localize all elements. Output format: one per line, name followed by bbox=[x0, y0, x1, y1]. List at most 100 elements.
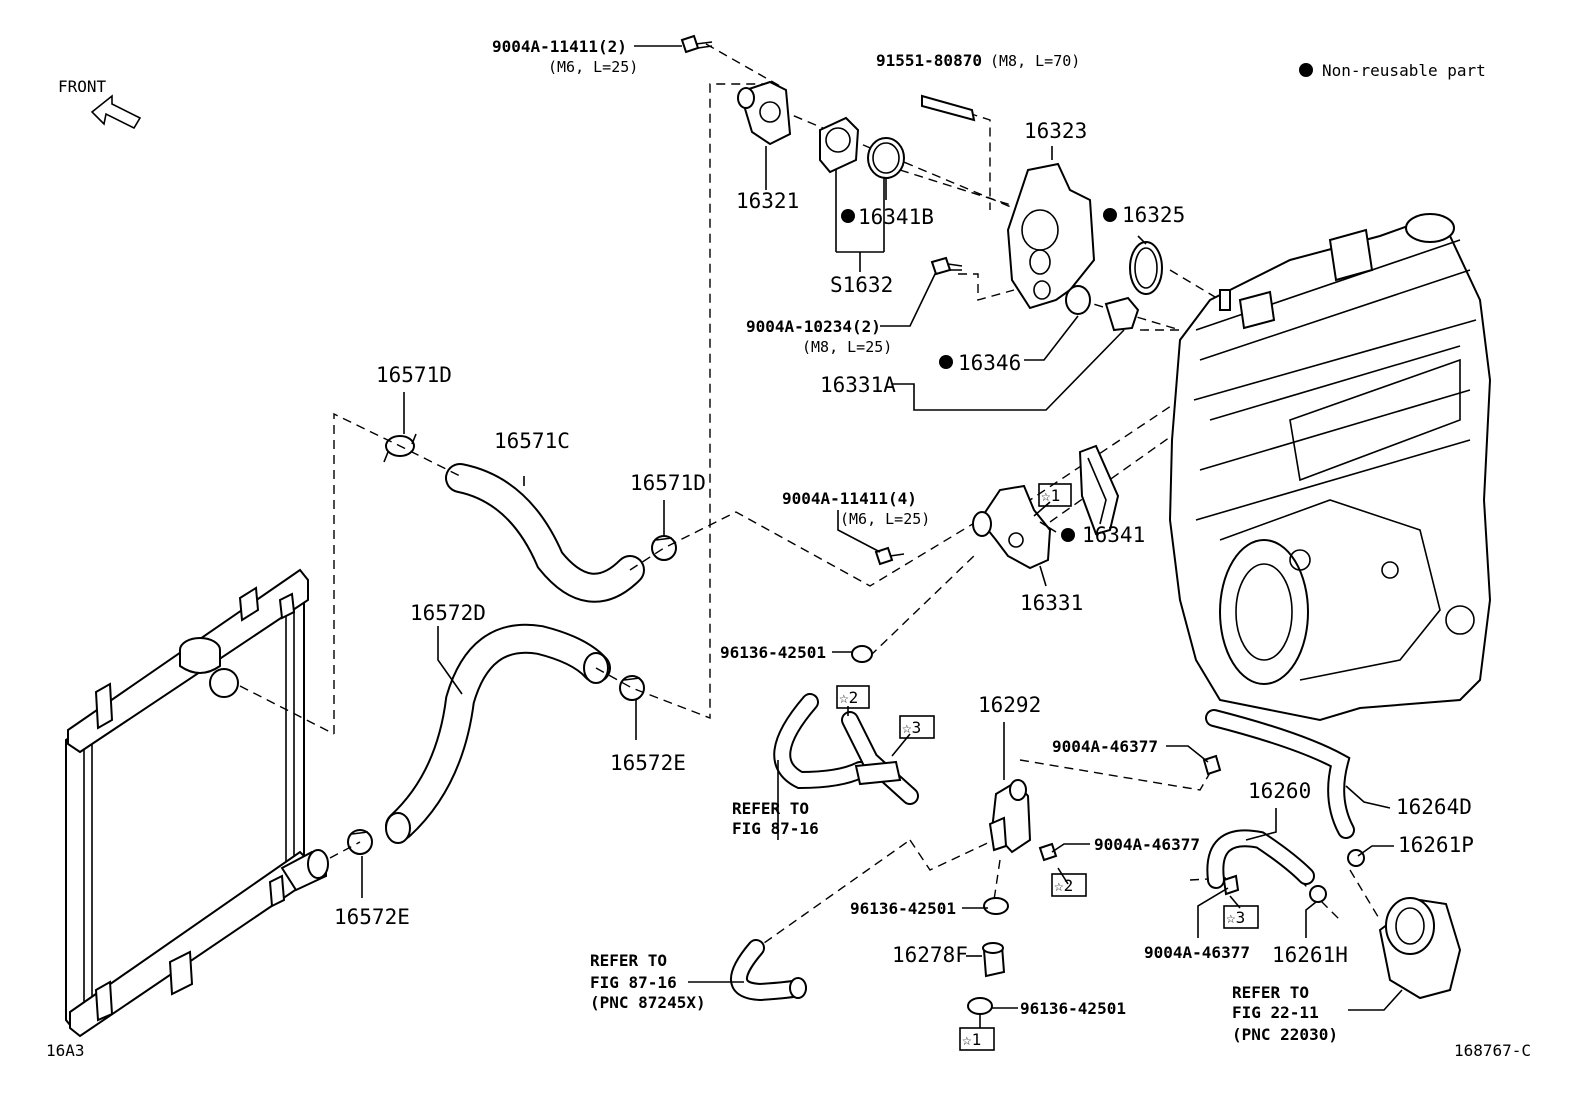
front-label: FRONT bbox=[58, 77, 107, 96]
clamp-16572E-upper bbox=[619, 675, 645, 701]
engine-block bbox=[1168, 213, 1492, 722]
hose-16260 bbox=[1206, 829, 1315, 889]
front-arrow-icon bbox=[90, 94, 142, 130]
bolt-9004A-46377-mid bbox=[1038, 842, 1058, 862]
refer-text: REFER TO bbox=[1232, 983, 1309, 1002]
star-label: ☆2 bbox=[1054, 876, 1073, 895]
hose-16264D bbox=[1205, 709, 1355, 839]
label-16261P: 16261P bbox=[1398, 833, 1474, 857]
label-9004A-46377: 9004A-46377 bbox=[1144, 943, 1250, 962]
non-reusable-markers bbox=[841, 208, 1117, 542]
star-label: ☆3 bbox=[902, 718, 921, 737]
label-96136-42501: 96136-42501 bbox=[1020, 999, 1126, 1018]
label-16571D: 16571D bbox=[376, 363, 452, 387]
star-label: ☆1 bbox=[962, 1030, 981, 1049]
star-label: ☆1 bbox=[1041, 486, 1060, 505]
refer-text: REFER TO bbox=[732, 799, 809, 818]
front-indicator: FRONT bbox=[58, 77, 142, 130]
refer-text: REFER TO bbox=[590, 951, 667, 970]
star-label: ☆3 bbox=[1226, 908, 1245, 927]
hose-refer-87-16 bbox=[773, 693, 919, 805]
label-16571D: 16571D bbox=[630, 471, 706, 495]
refer-text: FIG 22-11 bbox=[1232, 1003, 1319, 1022]
clamp-16261P bbox=[1347, 849, 1365, 867]
label-16572E: 16572E bbox=[610, 751, 686, 775]
label-16323: 16323 bbox=[1024, 119, 1087, 143]
bolt-9004A-10234 bbox=[930, 256, 963, 276]
thermostat-16341B bbox=[819, 116, 860, 174]
label-spec: (M8, L=25) bbox=[802, 338, 892, 356]
clamp-16261H bbox=[1309, 885, 1327, 903]
label-9004A-11411-4: 9004A-11411(4) bbox=[782, 489, 917, 508]
label-16260: 16260 bbox=[1248, 779, 1311, 803]
gasket-16325 bbox=[1129, 241, 1163, 295]
water-outlet-16331 bbox=[972, 484, 1052, 570]
throttle-body bbox=[1378, 897, 1462, 1000]
label-16325: 16325 bbox=[1122, 203, 1185, 227]
label-spec: (M8, L=70) bbox=[990, 52, 1080, 70]
label-9004A-46377: 9004A-46377 bbox=[1052, 737, 1158, 756]
label-16346: 16346 bbox=[958, 351, 1021, 375]
hose-16571C bbox=[445, 463, 645, 603]
clamp-16571D-lower bbox=[651, 535, 677, 561]
bolt-9004A-11411-top bbox=[680, 34, 713, 54]
bolt-9004A-11411-mid bbox=[874, 546, 905, 566]
label-S1632: S1632 bbox=[830, 273, 893, 297]
refer-text: (PNC 87245X) bbox=[590, 993, 706, 1012]
leader-lines bbox=[361, 45, 1403, 1028]
part-labels: 9004A-11411(2) (M6, L=25) 91551-80870 (M… bbox=[334, 37, 1474, 1044]
gasket-16346 bbox=[1065, 285, 1091, 315]
clip-96136-lower bbox=[967, 997, 993, 1015]
label-9004A-46377: 9004A-46377 bbox=[1094, 835, 1200, 854]
page-code: 16A3 bbox=[46, 1041, 85, 1060]
label-9004A-10234-2: 9004A-10234(2) bbox=[746, 317, 881, 336]
label-16331A: 16331A bbox=[820, 373, 896, 397]
label-9004A-11411-2: 9004A-11411(2) bbox=[492, 37, 627, 56]
gasket-S1632 bbox=[867, 137, 905, 179]
label-16321: 16321 bbox=[736, 189, 799, 213]
label-16341B: 16341B bbox=[858, 205, 934, 229]
bolt-9004A-46377-top bbox=[1202, 754, 1222, 776]
non-reusable-dot-icon bbox=[939, 355, 953, 369]
refer-text: FIG 87-16 bbox=[590, 973, 677, 992]
label-16261H: 16261H bbox=[1272, 943, 1348, 967]
star-label: ☆2 bbox=[839, 688, 858, 707]
label-16292: 16292 bbox=[978, 693, 1041, 717]
non-reusable-dot-icon bbox=[841, 209, 855, 223]
gasket-16341 bbox=[1078, 444, 1120, 536]
radiator bbox=[65, 568, 329, 1038]
label-16571C: 16571C bbox=[494, 429, 570, 453]
hose-16572D bbox=[385, 623, 611, 844]
legend: Non-reusable part bbox=[1299, 61, 1486, 80]
label-96136-42501: 96136-42501 bbox=[720, 643, 826, 662]
water-inlet-16321 bbox=[737, 80, 792, 146]
label-91551-80870: 91551-80870 bbox=[876, 51, 982, 70]
label-spec: (M6, L=25) bbox=[840, 510, 930, 528]
stud-91551 bbox=[921, 94, 976, 122]
pipe-16278F bbox=[982, 942, 1006, 978]
refer-text: FIG 87-16 bbox=[732, 819, 819, 838]
non-reusable-dot-icon bbox=[1299, 63, 1313, 77]
label-16264D: 16264D bbox=[1396, 795, 1472, 819]
label-16278F: 16278F bbox=[892, 943, 968, 967]
label-16572E: 16572E bbox=[334, 905, 410, 929]
label-16572D: 16572D bbox=[410, 601, 486, 625]
figure-id: 168767-C bbox=[1454, 1041, 1531, 1060]
hose-refer-87245X bbox=[730, 939, 807, 1002]
star-boxes: ☆1 ☆2 ☆3 ☆2 ☆3 ☆1 bbox=[836, 483, 1259, 1051]
plug-16331A bbox=[1104, 296, 1140, 332]
label-16341: 16341 bbox=[1082, 523, 1145, 547]
non-reusable-dot-icon bbox=[1061, 528, 1075, 542]
label-spec: (M6, L=25) bbox=[548, 58, 638, 76]
clamp-16571D-upper bbox=[383, 433, 417, 463]
joint-16292 bbox=[988, 779, 1032, 854]
clip-96136-mid bbox=[983, 897, 1009, 915]
label-96136-42501: 96136-42501 bbox=[850, 899, 956, 918]
legend-text: Non-reusable part bbox=[1322, 61, 1486, 80]
clip-96136-upper bbox=[851, 645, 873, 663]
bolt-9004A-46377-low bbox=[1222, 874, 1240, 896]
label-16331: 16331 bbox=[1020, 591, 1083, 615]
non-reusable-dot-icon bbox=[1103, 208, 1117, 222]
